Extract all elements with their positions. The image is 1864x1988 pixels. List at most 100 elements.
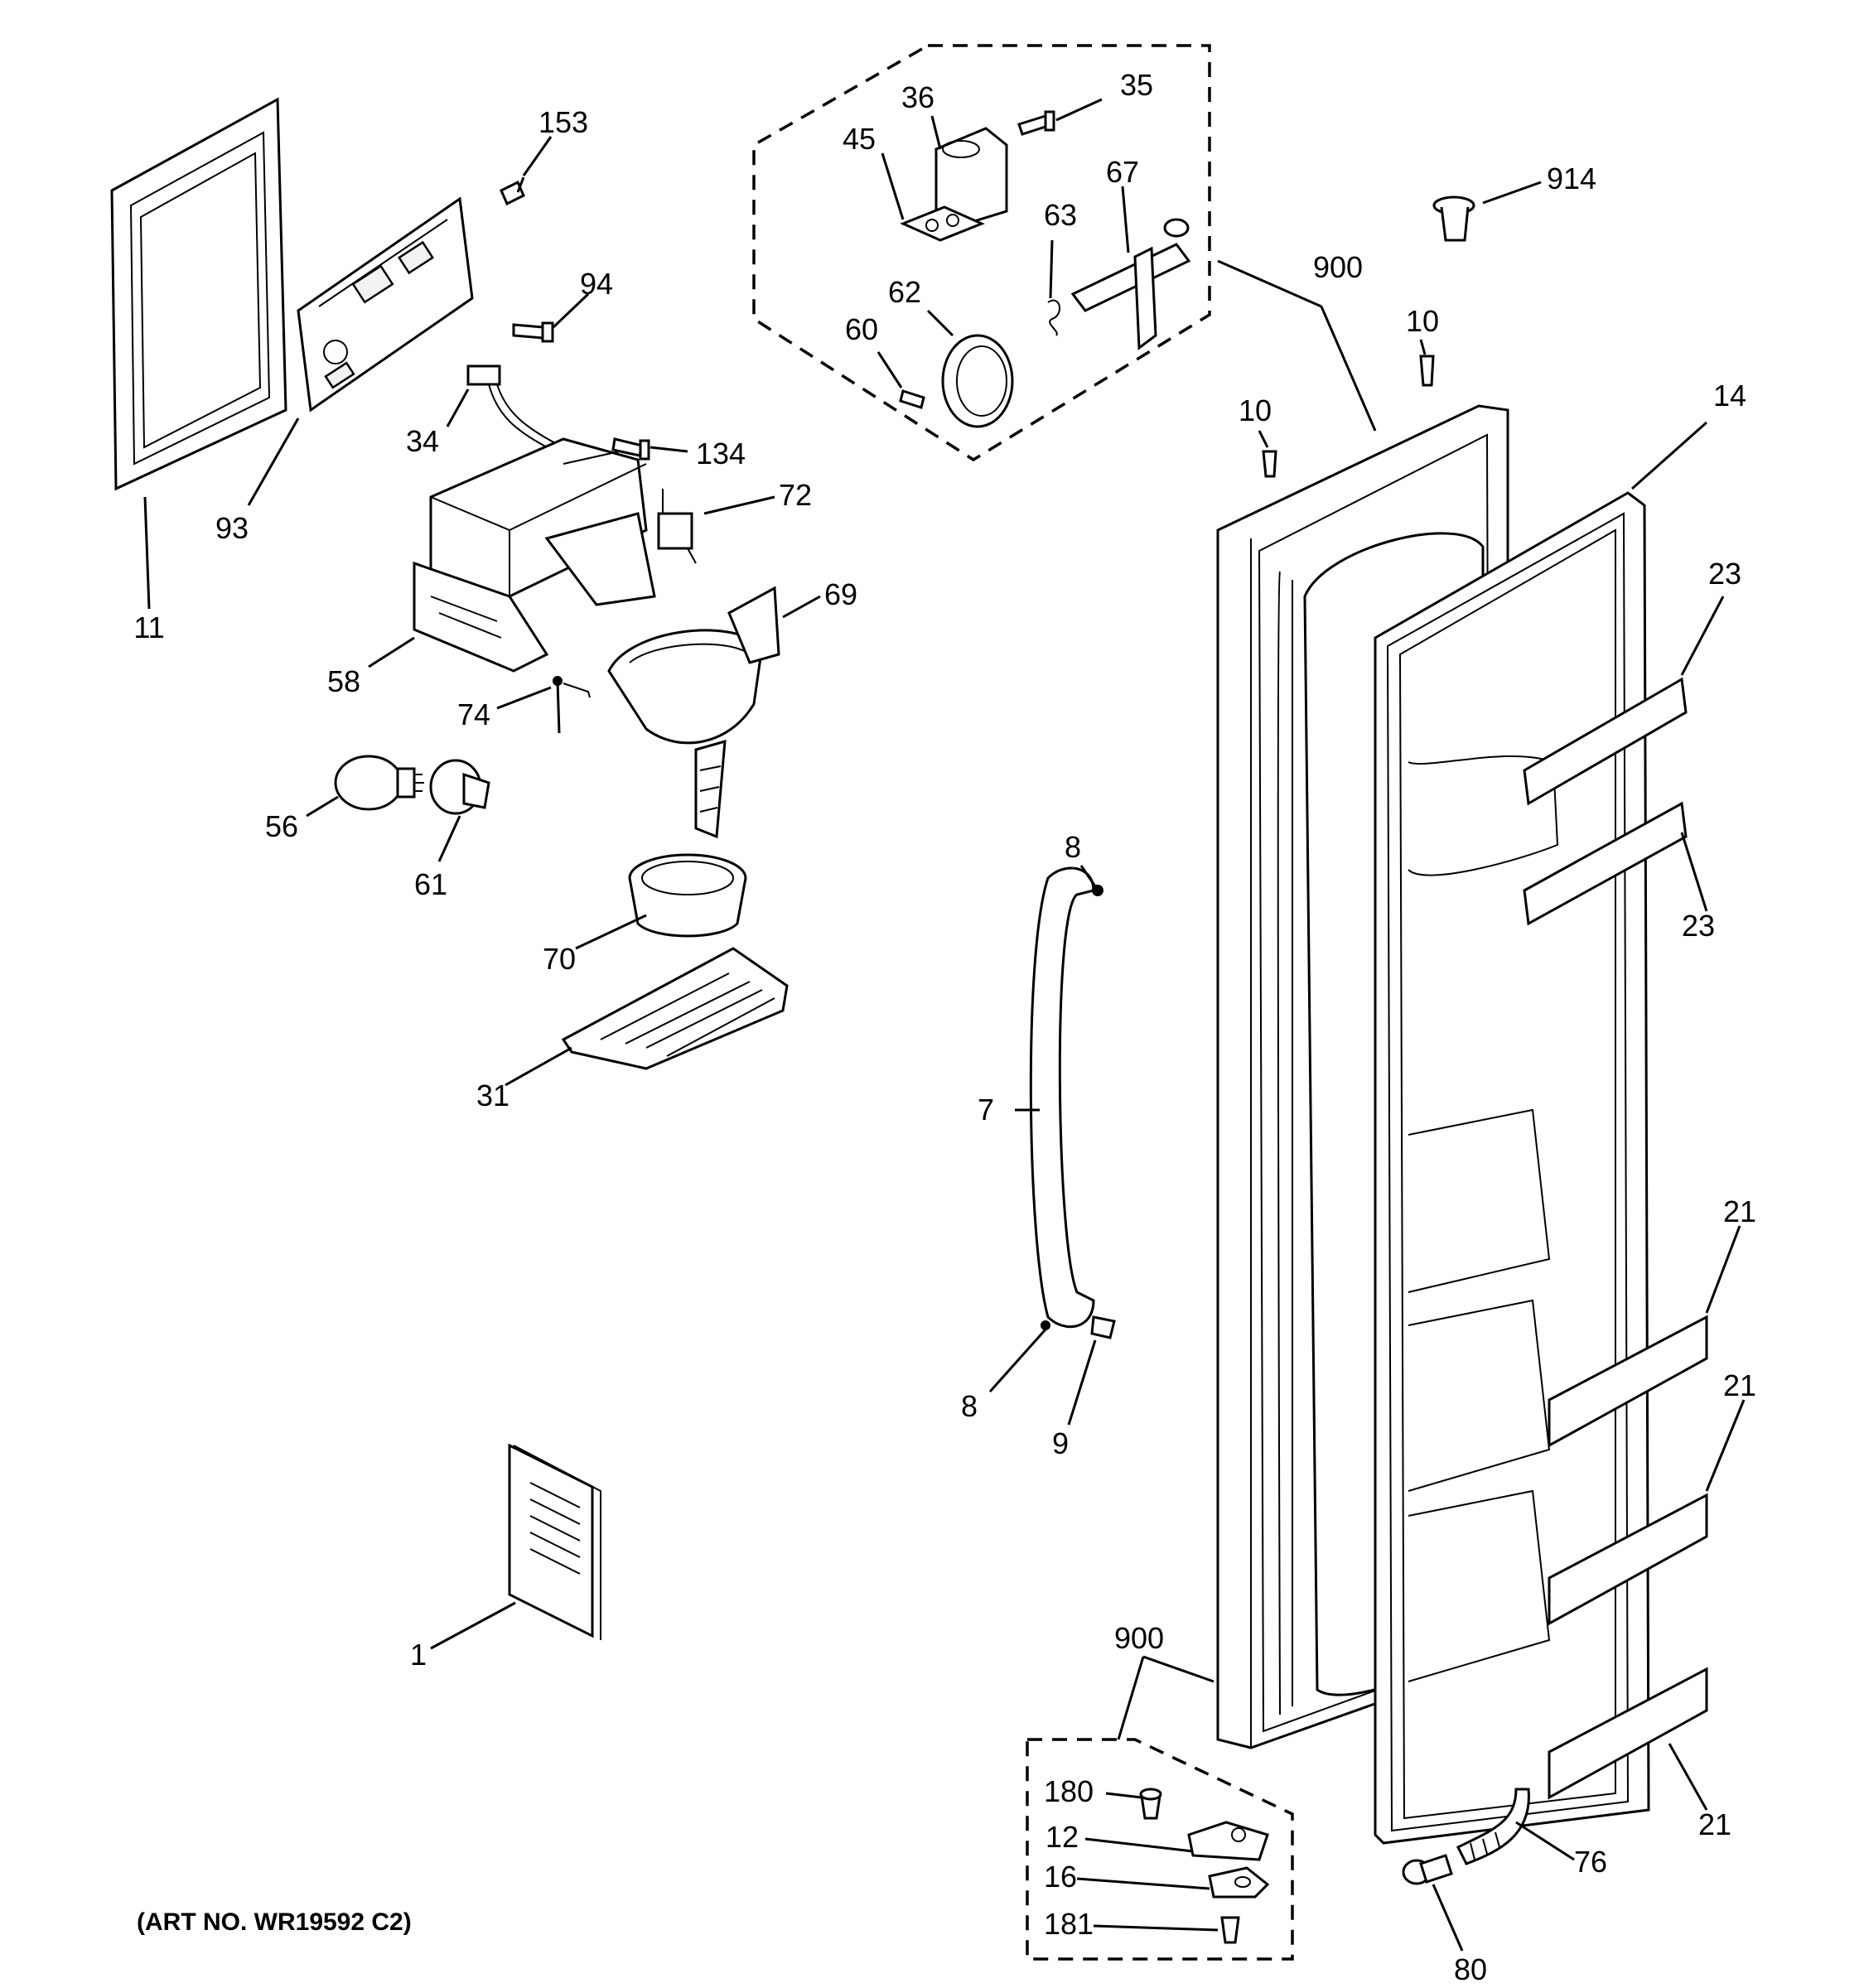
callout-21c: 21	[1698, 1807, 1731, 1841]
fitting-part	[1402, 1854, 1453, 1885]
screw-8a-part	[1092, 885, 1103, 896]
leader-23b	[1680, 832, 1708, 912]
callout-153: 153	[538, 105, 588, 139]
callout-900-top: 900	[1313, 250, 1363, 284]
switch-part	[657, 489, 697, 564]
callout-7: 7	[978, 1093, 994, 1127]
callout-36: 36	[901, 80, 934, 114]
shelf-bar-21a-part	[1548, 1315, 1708, 1448]
coupler-part	[429, 759, 490, 815]
assembly-box-bottom	[1026, 1738, 1294, 1961]
leader-134	[650, 446, 688, 453]
leader-61	[437, 815, 461, 862]
screw-134-part	[611, 437, 650, 461]
callout-8b: 8	[961, 1389, 978, 1423]
callout-134: 134	[696, 437, 746, 470]
callout-60: 60	[845, 312, 878, 346]
callout-63: 63	[1044, 198, 1077, 232]
callout-181: 181	[1044, 1907, 1094, 1941]
callout-1: 1	[410, 1638, 427, 1672]
dispenser-frame-part	[110, 97, 287, 491]
leader-56	[306, 795, 339, 818]
leader-14	[1631, 421, 1707, 490]
chute-ring-part	[628, 853, 747, 938]
door-liner-part	[1374, 491, 1650, 1845]
screw-94-part	[512, 321, 554, 343]
leader-67	[1121, 186, 1130, 253]
leader-900-bottom-b	[1142, 1655, 1214, 1683]
callout-93: 93	[215, 511, 249, 545]
owner-manual-part	[508, 1443, 601, 1640]
plug-914-part	[1432, 195, 1475, 242]
callout-67: 67	[1106, 155, 1139, 189]
callout-8a: 8	[1065, 830, 1081, 864]
shelf-bar-23b-part	[1523, 801, 1688, 926]
cap-62-part	[941, 334, 1014, 428]
leader-94	[552, 292, 590, 329]
leader-60	[876, 351, 903, 388]
bushing-part	[1208, 1866, 1270, 1899]
callout-10b: 10	[1406, 304, 1439, 338]
spring-63-part	[1047, 299, 1060, 336]
callout-900-bottom: 900	[1114, 1621, 1164, 1655]
leader-914	[1482, 181, 1542, 205]
callout-914: 914	[1547, 162, 1596, 195]
leader-153	[522, 136, 553, 176]
screw-9-part	[1090, 1315, 1116, 1339]
screw-153-part	[500, 176, 525, 206]
shelf-bar-21b-part	[1548, 1493, 1708, 1626]
leader-62	[926, 309, 954, 337]
leader-11	[143, 496, 151, 610]
leader-181	[1093, 1924, 1219, 1932]
leader-31	[505, 1046, 572, 1087]
leader-8a	[1079, 865, 1097, 887]
screw-10b-part	[1419, 355, 1435, 387]
callout-72: 72	[779, 478, 812, 512]
screw-8b-part	[1041, 1320, 1050, 1330]
leader-80	[1432, 1884, 1464, 1952]
control-board-part	[297, 196, 474, 413]
screw-35-part	[1017, 110, 1055, 136]
motor-part	[334, 755, 424, 811]
callout-61: 61	[414, 867, 447, 901]
callout-34: 34	[406, 424, 439, 458]
bracket-45-part	[900, 205, 985, 242]
leader-63	[1049, 239, 1054, 299]
leader-93	[247, 417, 300, 506]
drip-tray-part	[561, 947, 789, 1070]
callout-10a: 10	[1239, 393, 1272, 427]
leader-180	[1105, 1792, 1142, 1799]
callout-58: 58	[327, 664, 360, 698]
leader-35	[1055, 98, 1103, 122]
callout-11: 11	[133, 610, 164, 644]
handle-part	[1029, 866, 1095, 1329]
leader-1	[430, 1601, 516, 1650]
screw-181-part	[1220, 1916, 1240, 1944]
leader-9	[1067, 1339, 1097, 1426]
screw-10a-part	[1262, 450, 1277, 478]
leader-900-bottom	[1117, 1656, 1145, 1740]
callout-23b: 23	[1682, 909, 1715, 943]
shelf-bar-21c-part	[1548, 1667, 1708, 1800]
leader-76	[1515, 1821, 1575, 1861]
callout-35: 35	[1120, 68, 1153, 102]
leader-10a	[1258, 430, 1269, 448]
callout-56: 56	[265, 809, 298, 843]
leader-12	[1084, 1837, 1194, 1853]
leader-58	[368, 636, 415, 668]
art-number: (ART NO. WR19592 C2)	[137, 1908, 412, 1936]
arm-67-part	[1070, 218, 1191, 350]
leader-36	[930, 115, 942, 150]
leader-900-top-b	[1217, 259, 1322, 308]
callout-21a: 21	[1723, 1194, 1756, 1228]
leader-72	[703, 495, 775, 515]
callout-9: 9	[1052, 1426, 1069, 1460]
callout-70: 70	[543, 942, 576, 976]
leader-23a	[1680, 596, 1725, 676]
callout-76: 76	[1574, 1845, 1607, 1879]
leader-8b	[988, 1329, 1047, 1392]
dispenser-housing-part	[413, 437, 656, 673]
callout-74: 74	[457, 697, 490, 731]
spring-74-part	[553, 676, 591, 734]
